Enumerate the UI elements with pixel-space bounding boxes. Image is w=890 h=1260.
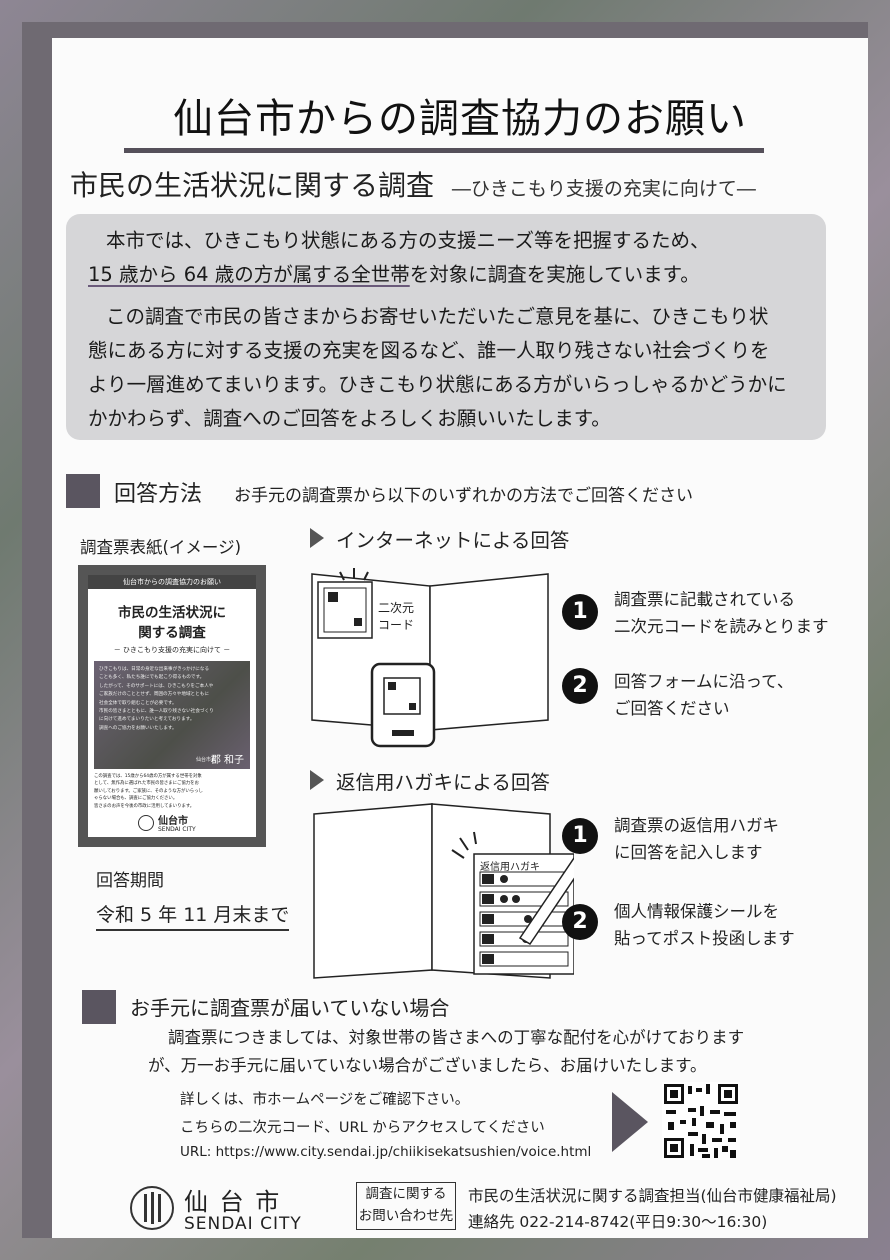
survey-url-link[interactable]: URL: https://www.city.sendai.jp/chiikise… [180,1144,592,1160]
title-underline [124,148,764,153]
cover-text: 調査へのご協力をお願いいたします。 [99,725,177,731]
city-name: 仙 台 市 [184,1188,282,1216]
cover-image: 仙台市からの調査協力のお願い 市民の生活状況に 関する調査 － ひきこもり支援の… [78,565,266,847]
step-number-2: 2 [562,668,598,704]
arrow-right-icon [310,770,324,790]
detail-text: こちらの二次元コード、URL からアクセスしてください [180,1120,545,1136]
cover-text: 市民の皆さまとともに、誰一人取り残さない社会づくり [99,709,214,715]
intro-box: 本市では、ひきこもり状態にある方の支援ニーズ等を把握するため、 15 歳から 6… [66,214,826,440]
cover-text: ことも多く、私たち誰にでも起こり得るものです。 [99,675,205,681]
step-number-1: 1 [562,594,598,630]
cover-title: 関する調査 [138,625,206,641]
section-marker [82,990,116,1024]
cover-subtitle: － ひきこもり支援の充実に向けて － [113,646,231,654]
intro-line: かかわらず、調査へのご回答をよろしくお願いいたします。 [88,407,611,430]
internet-heading: インターネットによる回答 [336,529,570,552]
step-number-1: 1 [562,818,598,854]
postcard-illustration [313,803,574,979]
period-value: 令和 5 年 11 月末まで [96,900,290,931]
postcard-heading: 返信用ハガキによる回答 [336,771,550,794]
cover-mayor: 仙台市長 [195,757,216,763]
cover-text: ご家族だけのこととせず、周囲の方々や地域とともに [99,692,209,698]
method-heading: 回答方法 [114,482,203,507]
page-title: 仙台市からの調査協力のお願い [173,96,747,142]
cover-text: ひきこもりは、日常の身近な出来事がきっかけになる [99,667,210,672]
city-logo-icon [130,1186,174,1230]
step-number-2: 2 [562,904,598,940]
notreceived-text: 調査票につきましては、対象世帯の皆さまへの丁寧な配付を心がけております [168,1028,745,1047]
flyer-page: 仙台市からの調査協力のお願い 市民の生活状況に関する調査 ―ひきこもり支援の充実… [52,38,868,1238]
notreceived-heading: お手元に調査票が届いていない場合 [130,996,450,1020]
cover-top-band: 仙台市からの調査協力のお願い [88,575,256,589]
intro-line: より一層進めてまいります。ひきこもり状態にある方がいらっしゃるかどうかに [88,373,787,396]
flyer-frame: 仙台市からの調査協力のお願い 市民の生活状況に関する調査 ―ひきこもり支援の充実… [22,22,868,1238]
cover-text: したがって、そのサポートには、ひきこもりをご本人や [99,683,214,689]
intro-line: この調査で市民の皆さまからお寄せいただいたご意見を基に、ひきこもり状 [106,305,769,328]
city-logo-icon [138,815,154,831]
cover-logo-en: SENDAI CITY [158,826,196,833]
notreceived-text: が、万一お手元に届いていない場合がございましたら、お届けいたします。 [148,1056,707,1075]
arrow-right-icon [612,1092,648,1152]
method-note: お手元の調査票から以下のいずれかの方法でご回答ください [234,486,693,506]
period-label: 回答期間 [96,871,164,891]
contact-box: 調査に関するお問い合わせ先 [356,1182,456,1230]
postcard-step-2: 個人情報保護シールを貼ってポスト投函します [614,902,795,948]
city-name-en: SENDAI CITY [184,1214,302,1234]
intro-line: 15 歳から 64 歳の方が属する全世帯を対象に調査を実施しています。 [88,263,700,286]
intro-line: 本市では、ひきこもり状態にある方の支援ニーズ等を把握するため、 [106,229,710,252]
internet-step-2: 回答フォームに沿って、ご回答ください [614,672,794,718]
cover-logo-text: 仙台市 [158,816,188,827]
cover-message-box: ひきこもりは、日常の身近な出来事がきっかけになる ことも多く、私たち誰にでも起こ… [94,661,250,769]
postcard-label: 返信用ハガキ [480,862,540,873]
contact-dept: 市民の生活状況に関する調査担当(仙台市健康福祉局) [468,1187,837,1205]
contact-phone: 連絡先 022-214-8742(平日9:30～16:30) [468,1213,768,1231]
internet-illustration [311,568,549,748]
cover-lower-text: この調査では、15歳から64歳の方が属する世帯を対象として、無作為に選ばれた市民… [94,774,203,809]
code-label: 二次元コード [378,601,415,632]
cover-title: 市民の生活状況に [118,605,226,621]
section-marker [66,474,100,508]
cover-signature: 郡 和子 [210,755,244,766]
cover-text: 社会全体で取り組むことが必要です。 [99,700,177,706]
qr-code-icon[interactable] [662,1082,740,1160]
detail-text: 詳しくは、市ホームページをご確認下さい。 [180,1092,470,1108]
intro-line: 態にある方に対する支援の充実を図るなど、誰一人取り残さない社会づくりを [88,339,770,362]
arrow-right-icon [310,528,324,548]
cover-caption: 調査票表紙(イメージ) [80,538,242,557]
internet-step-1: 調査票に記載されている二次元コードを読みとります [614,590,829,636]
survey-subtitle: 市民の生活状況に関する調査 ―ひきこもり支援の充実に向けて― [70,169,756,202]
postcard-step-1: 調査票の返信用ハガキに回答を記入します [614,816,779,862]
cover-text: に向けて進めてまいりたいと考えております。 [99,717,195,723]
